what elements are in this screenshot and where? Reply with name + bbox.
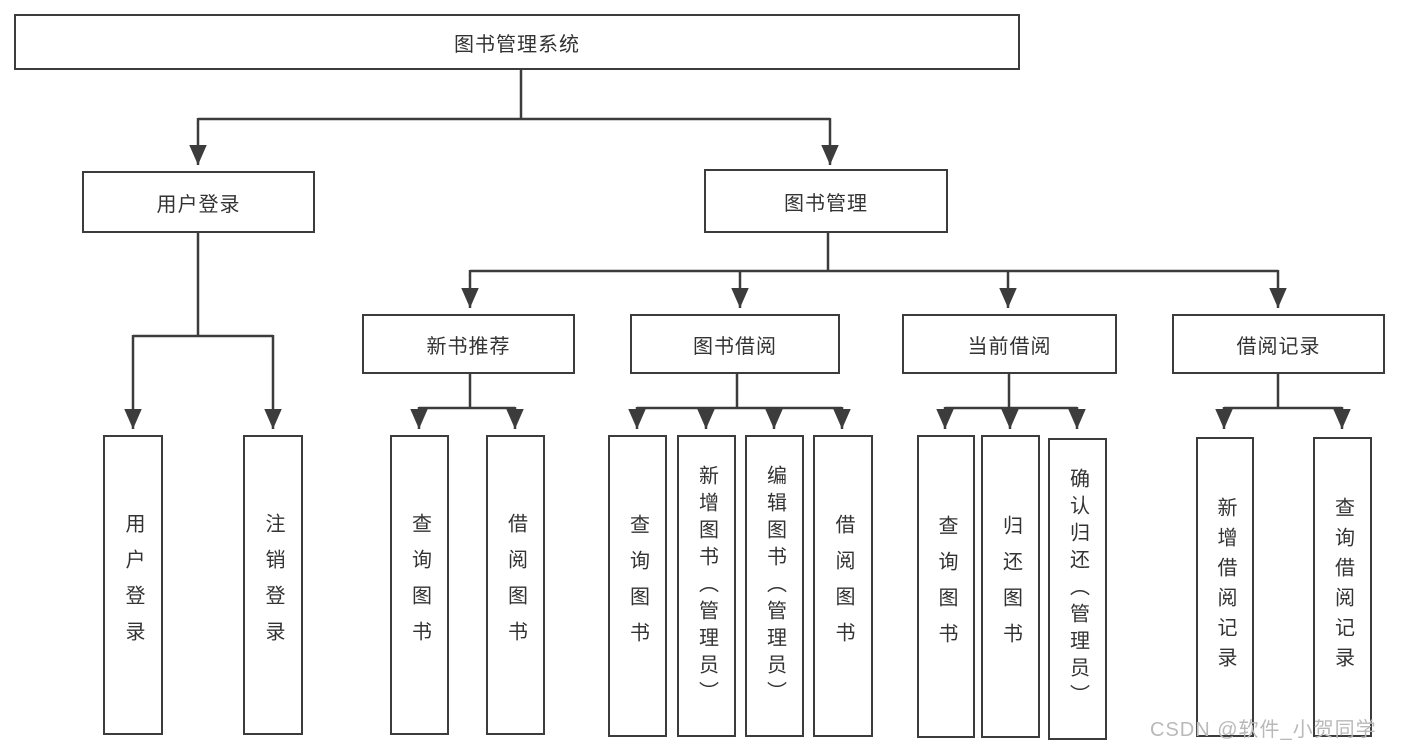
node-borrow-records-label: 借阅记录 [1236,335,1321,358]
leaf-query-borrow-record-label: 查询借阅记录 [1331,497,1354,677]
node-current-borrow-label: 当前借阅 [967,335,1052,358]
node-book-borrow-label: 图书借阅 [693,335,777,358]
leaf-add-borrow-record-label: 新增借阅记录 [1214,497,1236,677]
node-book-borrow: 图书借阅 [630,314,840,374]
leaf-query-book-borrow-label: 查询图书 [626,514,649,658]
node-root: 图书管理系统 [14,14,1020,70]
leaf-borrow-book: 借阅图书 [813,435,873,737]
node-book-management-label: 图书管理 [784,192,868,215]
node-book-management: 图书管理 [704,169,948,233]
leaf-query-book-current-label: 查询图书 [935,514,957,659]
leaf-query-book-current: 查询图书 [917,435,975,738]
leaf-add-borrow-record: 新增借阅记录 [1196,437,1254,737]
node-user-login-label: 用户登录 [156,193,241,216]
leaf-edit-book-admin-label: 编辑图书（管理员） [763,464,786,708]
leaf-return-book-label: 归还图书 [999,514,1022,659]
leaf-add-book-admin: 新增图书（管理员） [677,435,736,737]
leaf-borrow-book-recommend-label: 借阅图书 [504,513,527,657]
watermark: CSDN @软件_小贺同学 [1150,719,1377,741]
leaf-query-book-recommend-label: 查询图书 [408,513,431,657]
leaf-edit-book-admin: 编辑图书（管理员） [745,435,804,737]
leaf-query-book-borrow: 查询图书 [608,435,667,737]
node-current-borrow: 当前借阅 [902,314,1117,374]
leaf-user-login: 用户登录 [103,435,163,735]
node-borrow-records: 借阅记录 [1172,314,1385,374]
leaf-confirm-return-admin: 确认归还（管理员） [1048,438,1107,740]
leaf-query-borrow-record: 查询借阅记录 [1313,437,1372,737]
leaf-logout-login: 注销登录 [243,435,303,735]
node-new-book-recommend-label: 新书推荐 [426,335,511,358]
node-new-book-recommend: 新书推荐 [362,314,575,374]
leaf-user-login-label: 用户登录 [122,513,144,657]
leaf-add-book-admin-label: 新增图书（管理员） [695,464,718,708]
node-user-login: 用户登录 [82,171,315,233]
node-root-label: 图书管理系统 [454,33,580,56]
leaf-query-book-recommend: 查询图书 [390,435,449,735]
leaf-logout-login-label: 注销登录 [262,513,284,657]
leaf-confirm-return-admin-label: 确认归还（管理员） [1066,467,1089,711]
leaf-borrow-book-label: 借阅图书 [832,514,854,658]
leaf-return-book: 归还图书 [981,435,1040,738]
leaf-borrow-book-recommend: 借阅图书 [486,435,545,735]
